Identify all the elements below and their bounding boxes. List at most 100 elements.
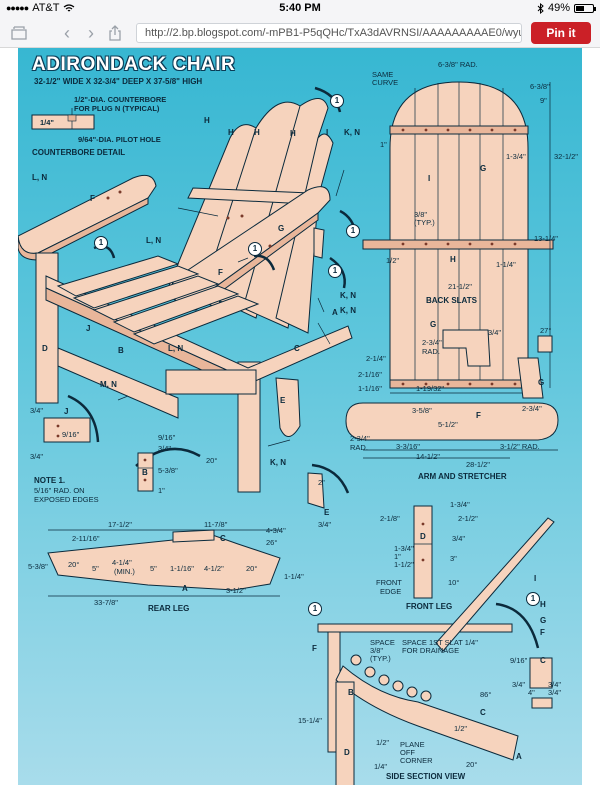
arm-angle: 27° [540,326,552,335]
detail-b-dim-2: 3/4" [158,444,172,453]
part-b-2: B [142,468,148,477]
part-ln-2: L, N [146,236,162,245]
wifi-icon [64,3,75,11]
side-height: 15-1/4" [298,716,322,725]
rear-leg-dim-10: 1-1/16" [170,564,194,573]
rear-leg-angle-2: 20° [68,560,80,569]
arm-dim-3: RAD. [422,347,440,356]
note-line-1: 5/16" RAD. ON [34,486,85,495]
arm-dim-8: 3-5/8" [412,406,432,415]
counterbore-caption: COUNTERBORE DETAIL [32,148,126,157]
arm-and-stretcher-drawing [345,329,559,459]
side-half-2: 1/2" [376,738,390,747]
part-ln-1: L, N [32,173,48,182]
chevron-left-icon: ‹ [64,23,70,43]
rear-leg-dim-3: 2-11/16" [72,534,100,543]
tabs-icon[interactable] [8,22,30,44]
plan-drawing: .w { fill: #f6d3bd; stroke: #0b2a3c; str… [18,81,559,785]
rear-leg-dim-4: 4-3/4" [266,526,286,535]
battery-percent: 49% [547,2,570,14]
part-h-4: H [290,129,296,138]
part-b-1: B [118,346,124,355]
back-dim-9: 1/2" [386,256,400,265]
side-space-2: 3/8" [370,646,384,655]
chevron-right-icon: › [88,23,94,43]
detail-j-dim-2: 9/16" [62,430,80,439]
side-space-3: (TYP.) [370,654,391,663]
counterbore-label-1: 1/2"-DIA. COUNTERBORE [74,95,167,104]
rear-leg-caption: REAR LEG [148,604,190,613]
status-time: 5:40 PM [279,2,321,14]
part-i: I [326,128,329,137]
side-angle-2: 20° [466,760,478,769]
front-leg-dim-1: 2-1/8" [380,514,400,523]
share-icon [109,25,121,41]
arm-caption: ARM AND STRETCHER [418,472,507,481]
part-f-5: F [312,644,317,653]
plan-sheet: .w { fill: #f6d3bd; stroke: #0b2a3c; str… [18,48,582,785]
front-leg-edge-1: FRONT [376,578,402,587]
part-a-2: A [182,584,188,593]
back-same-curve-2: CURVE [372,78,399,87]
back-dim-5: 32-1/2" [554,152,578,161]
signal-icon: ●●●●● [6,3,29,13]
plan-title: ADIRONDACK CHAIR [32,54,236,75]
front-leg-dim-3: 2-1/2" [458,514,478,523]
share-button[interactable] [104,22,126,44]
detail-e-dim-2: 3/4" [318,520,332,529]
battery-icon [574,3,596,13]
back-width: 21-1/2" [448,282,472,291]
arm-dim-6: 1-1/16" [358,384,382,393]
part-h-5: H [450,255,456,264]
note-marker-5: 1 [328,264,342,278]
forward-button[interactable]: › [80,22,102,44]
front-leg-angle: 10° [448,578,460,587]
chair-perspective-drawing [18,98,353,493]
detail-j-dim-1: 3/4" [30,406,44,415]
front-leg-drawing [413,505,433,599]
part-c-2: C [220,534,226,543]
side-plane-3: CORNER [400,756,433,765]
arm-dim-15: 3-1/2" RAD. [500,442,540,451]
arm-dim-11: 2-3/4" [350,434,370,443]
detail-j-dim-3: 3/4" [30,452,44,461]
part-a-3: A [516,752,522,761]
side-space-1: SPACE [370,638,395,647]
front-leg-dim-2: 1-3/4" [450,500,470,509]
side-dim-5: 3/4" [548,680,562,689]
side-plane-1: PLANE [400,740,425,749]
battery-fill [576,5,585,11]
rear-leg-dim-9: 5" [150,564,157,573]
back-button[interactable]: ‹ [56,22,78,44]
part-i-3: I [534,574,537,583]
arm-dim-4: 2-1/4" [366,354,386,363]
front-leg-dim-4: 3/4" [452,534,466,543]
url-bar[interactable]: http://2.bp.blogspot.com/-mPB1-P5qQHc/Tx… [136,23,522,43]
rear-leg-dim-2: 11-7/8" [204,520,228,529]
counterbore-dim: 1/4" [40,118,54,127]
status-right: 49% [537,2,596,14]
part-g-5: G [540,616,547,625]
rear-leg-dim-8: (MIN.) [114,567,135,576]
plan-subtitle: 32-1/2" WIDE X 32-3/4" DEEP X 37-5/8" HI… [34,77,203,86]
rear-leg-dim-1: 17-1/2" [108,520,132,529]
part-j-2: J [64,407,69,416]
part-kn-2: K, N [340,291,356,300]
detail-b-drawing [137,452,154,492]
part-mn: M, N [100,380,117,389]
rear-leg-dim-5: 5-3/8" [28,562,48,571]
pin-it-button[interactable]: Pin it [531,22,591,44]
part-g-1: G [278,224,285,233]
arm-dim-14: 14-1/2" [416,452,440,461]
front-leg-dim-6: 1" [394,552,401,561]
part-c-3: C [540,656,546,665]
side-plane-2: OFF [400,748,415,757]
part-b-3: B [348,688,354,697]
part-ln-3: L, N [168,344,184,353]
side-quarter: 1/4" [374,762,388,771]
part-e-2: E [324,508,330,517]
part-g-3: G [430,320,437,329]
part-f-3: F [476,411,481,420]
part-f-1: F [90,194,95,203]
front-leg-dim-5: 1-3/4" [394,544,414,553]
